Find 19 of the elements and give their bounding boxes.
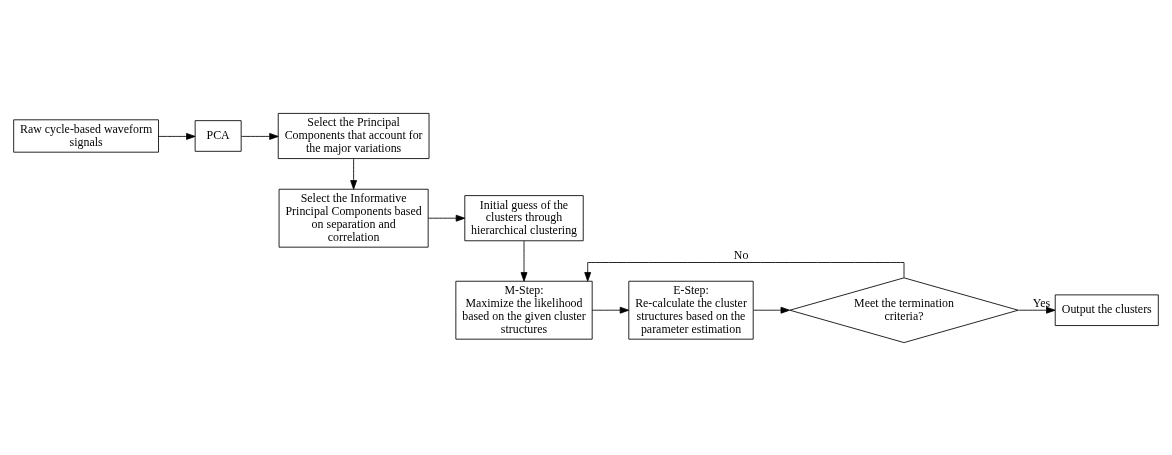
node-box: PCA [194, 119, 242, 152]
node-box: Initial guess of the clusters through hierarchical clustering [464, 194, 584, 241]
node-diamond: Meet the termination criteria? [789, 276, 1019, 343]
arrow [753, 306, 790, 314]
node-box: Select the Informative Principal Components based on separation and correlation [278, 188, 429, 248]
arrow [427, 214, 466, 222]
arrow [1018, 306, 1056, 314]
arrow [158, 132, 196, 140]
node-box: Select the Principal Components that account for the major variations [277, 112, 430, 159]
arrow [350, 157, 358, 190]
edge-label: Yes [1032, 295, 1051, 310]
arrow [520, 240, 528, 282]
arrow [241, 132, 279, 140]
node-box: Raw cycle-based waveform signals [13, 118, 159, 153]
node-box: Output the clusters [1054, 293, 1159, 326]
arrow [591, 306, 630, 314]
edge-label: No [733, 247, 749, 262]
node-box: M-Step: Maximize the likelihood based on the given cluster structures [455, 280, 593, 340]
node-box: E-Step: Re-calculate the cluster structures based on the parameter estimation [628, 280, 754, 340]
